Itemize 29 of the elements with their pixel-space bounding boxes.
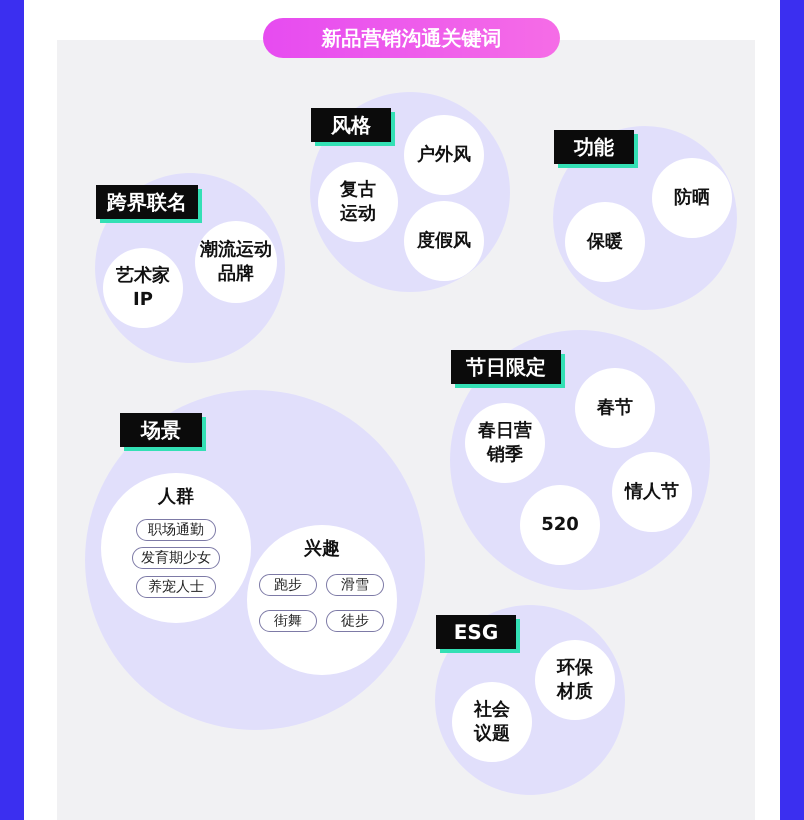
keyword-text: 春节 bbox=[596, 396, 634, 420]
keyword-text: 保暖 bbox=[586, 230, 624, 254]
keyword-text: 户外风 bbox=[416, 142, 472, 167]
keyword-text: 潮流运动品牌 bbox=[198, 238, 273, 286]
category-tag: ESG bbox=[436, 615, 516, 649]
keyword-text: 春日营销季 bbox=[477, 418, 533, 467]
keyword-text: 520 bbox=[540, 512, 580, 537]
keyword-chip: 徒步 bbox=[326, 610, 384, 632]
keyword-text: 社会议题 bbox=[472, 698, 511, 746]
keyword-text: 人群 bbox=[156, 485, 195, 509]
keyword-text: 艺术家IP bbox=[115, 264, 171, 312]
keyword-text: 度假风 bbox=[416, 228, 472, 253]
category-tag: 功能 bbox=[554, 130, 634, 164]
title-banner: 新品营销沟通关键词 bbox=[263, 18, 560, 58]
category-tag: 跨界联名 bbox=[96, 185, 198, 219]
category-tag: 场景 bbox=[120, 413, 202, 447]
keyword-text: 环保材质 bbox=[556, 656, 594, 704]
category-tag: 节日限定 bbox=[451, 350, 561, 384]
keyword-text: 复古运动 bbox=[338, 178, 377, 226]
keyword-chip: 跑步 bbox=[259, 574, 317, 596]
category-tag: 风格 bbox=[311, 108, 391, 142]
keyword-chip: 滑雪 bbox=[326, 574, 384, 596]
keyword-text: 防晒 bbox=[673, 186, 711, 210]
keyword-chip: 发育期少女 bbox=[132, 547, 220, 569]
keyword-chip: 街舞 bbox=[259, 610, 317, 632]
keyword-text: 兴趣 bbox=[302, 537, 341, 561]
keyword-chip: 养宠人士 bbox=[136, 576, 216, 598]
keyword-chip: 职场通勤 bbox=[136, 519, 216, 541]
keyword-text: 情人节 bbox=[623, 480, 680, 504]
